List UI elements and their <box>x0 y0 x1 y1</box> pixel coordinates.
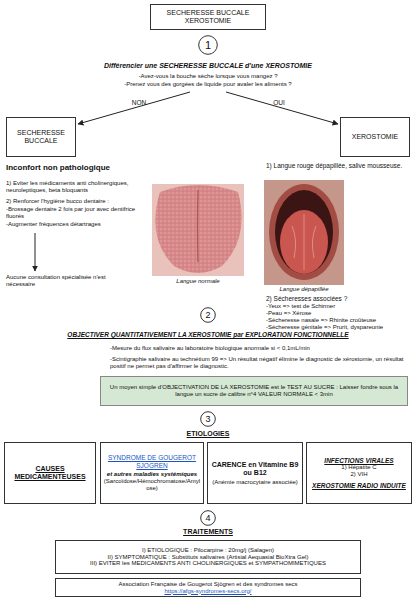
footer-box: Association Française de Gougerot Sjögre… <box>55 578 361 597</box>
question-heading: Différencier une SECHERESSE BUCCALE d'un… <box>70 62 346 70</box>
node-text: Un moyen simple d'OBJECTIVATION DE LA XE… <box>103 384 405 398</box>
exam-text: -Mesure du flux salivaire au laboratoire… <box>110 345 410 352</box>
circle-shape <box>201 511 216 526</box>
sign-text: -Peau => Xérose <box>266 310 412 317</box>
node-text: CARENCE en Vitamine B9 ou B12 <box>210 461 300 477</box>
circle-shape <box>201 308 216 323</box>
advice-text: -Brossage dentaire 2 fois par jour avec … <box>6 206 144 220</box>
step-circle: 1 <box>198 35 218 55</box>
flow-arrow <box>226 92 338 124</box>
node-text: https://afgs-syndromes-secs.org/ <box>58 588 358 595</box>
sign-text: 2) Sécheresses associées ? <box>266 295 412 302</box>
node-text: Association Française de Gougerot Sjögre… <box>58 581 358 588</box>
step-number: 1 <box>198 39 218 52</box>
node-text: 2) VIH <box>309 471 409 478</box>
sign-text: -Yeux => test de Schirmer <box>266 303 412 310</box>
sign-text: -Sécheresse nasale => Rhinite croûteuse <box>266 317 412 324</box>
outcome-box: XEROSTOMIE <box>340 117 410 157</box>
photo-caption: Langue normale <box>150 278 246 285</box>
node-text: CAUSES MEDICAMENTEUSES <box>7 465 93 481</box>
node-text: 1) Hépatite C <box>309 464 409 471</box>
etiology-box: CARENCE en Vitamine B9 ou B12 (Anémie mac… <box>207 442 303 504</box>
step-number: 3 <box>200 414 216 424</box>
outcome-box: SECHERESSE BUCCALE <box>6 117 76 157</box>
note-box: Un moyen simple d'OBJECTIVATION DE LA XE… <box>100 376 408 406</box>
step-circle: 2 <box>200 307 216 323</box>
node-text: III) EVITER les MEDICAMENTS ANTI CHOLINE… <box>58 560 358 567</box>
treatment-box: I) ETIOLOGIQUE : Pilocarpine : 20mg/j (S… <box>55 540 361 574</box>
section-heading: TRAITEMENTS <box>150 528 266 536</box>
normal-tongue-photo <box>152 184 244 276</box>
question-text: -Prenez vous des gorgées de liquide pour… <box>70 81 346 88</box>
node-text: SYNDROME DE GOUGEROT SJOGREN <box>103 454 201 469</box>
section-heading: ETIOLOGIES <box>150 430 266 438</box>
conclusion-text: Aucune consultation spécialisée n'est né… <box>6 274 118 288</box>
advice-text: 2) Renforcer l'hygiène bucco dentaire : <box>6 198 144 205</box>
node-text: SECHERESSE BUCCALE <box>9 129 73 145</box>
sign-text: 1) Langue rouge dépapillée, salive mouss… <box>266 162 412 169</box>
etiology-box: SYNDROME DE GOUGEROT SJOGREN et autres ma… <box>100 442 204 504</box>
etiology-box: CAUSES MEDICAMENTEUSES <box>4 442 96 504</box>
node-text: XEROSTOMIE RADIO INDUITE <box>309 482 409 489</box>
section-heading: OBJECTIVER QUANTITATIVEMENT LA XEROSTOMI… <box>40 331 376 338</box>
step-circle: 3 <box>200 411 216 427</box>
etiology-box: INFECTIONS VIRALES1) Hépatite C2) VIH XER… <box>306 442 412 504</box>
title-box: SECHERESSE BUCCALE XEROSTOMIE <box>150 4 266 30</box>
exam-text: -Scintigraphie salivaire au technétium 9… <box>110 356 410 370</box>
step-number: 4 <box>200 513 216 523</box>
node-text: SECHERESSE BUCCALE XEROSTOMIE <box>153 9 263 25</box>
advice-text: -Augmenter fréquences détartrages <box>6 221 144 228</box>
step-number: 2 <box>200 310 216 320</box>
node-text: (Sarcoïdose/Hémochromatose/Amylose) <box>103 478 201 492</box>
circle-shape <box>199 36 218 55</box>
branch-label: OUI <box>266 99 292 106</box>
node-text: II) SYMPTOMATIQUE : Substituts salivaire… <box>58 554 358 561</box>
section-heading: Inconfort non pathologique <box>6 163 146 172</box>
node-text: XEROSTOMIE <box>343 133 407 141</box>
flow-arrow <box>78 92 190 124</box>
node-text: I) ETIOLOGIQUE : Pilocarpine : 20mg/j (S… <box>58 547 358 554</box>
sign-text: -Sécheresse génitale => Prurit, dyspareu… <box>266 324 412 331</box>
question-text: -Avez-vous la bouche sèche lorsque vous … <box>70 73 346 80</box>
advice-text: 1) Eviter les médicaments anti cholinerg… <box>6 180 144 194</box>
node-text: INFECTIONS VIRALES <box>309 457 409 464</box>
branch-label: NON <box>126 99 152 106</box>
circle-shape <box>201 412 216 427</box>
photo-caption: Langue dépapillée <box>264 286 344 293</box>
step-circle: 4 <box>200 510 216 526</box>
flow-arrow <box>35 233 36 271</box>
node-text: et autres maladies systémiques <box>103 471 201 478</box>
depapillated-tongue-photo <box>264 180 344 285</box>
node-text: (Anémie macrocytaire associée) <box>210 479 300 486</box>
